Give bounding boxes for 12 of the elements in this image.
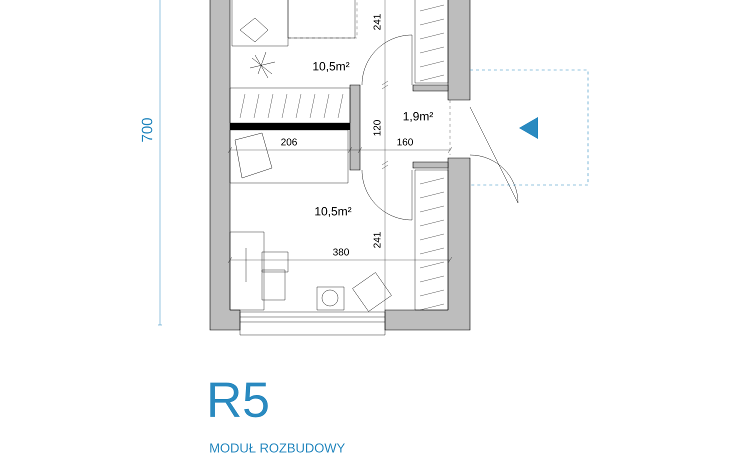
dimension-label: 380 <box>333 248 349 256</box>
dimension-label: 241 <box>374 232 380 248</box>
dimension-label: 160 <box>397 138 413 146</box>
title: R5 <box>210 382 268 418</box>
dimension-label: 241 <box>374 14 380 30</box>
area-label: 10,5m² <box>315 207 352 217</box>
area-label: 1,9m² <box>404 112 434 122</box>
area-label: 10,5m² <box>313 62 350 72</box>
dimension-label: 120 <box>373 120 381 136</box>
dimension-label: 206 <box>281 138 297 146</box>
dimension-label: 700 <box>142 118 152 142</box>
subtitle: MODUŁ ROZBUDOWY <box>210 443 345 453</box>
